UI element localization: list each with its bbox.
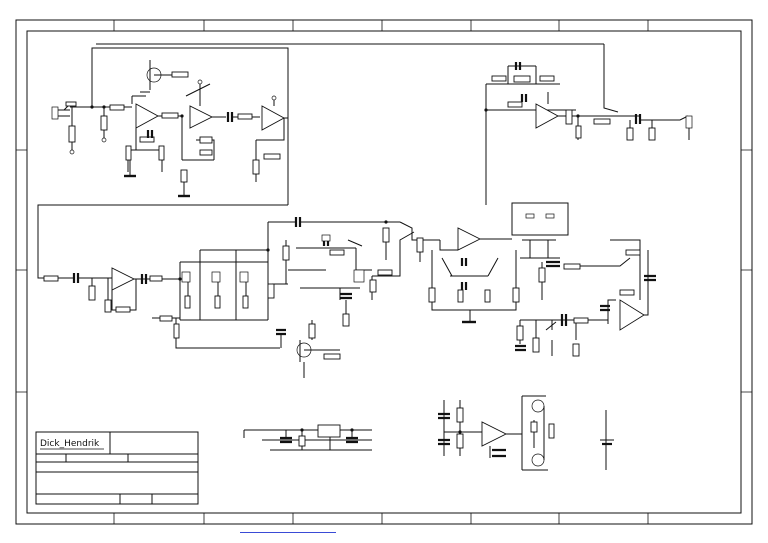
input-preamp-section (51, 47, 289, 205)
output-section (96, 43, 693, 205)
footer-link-underline[interactable] (240, 532, 336, 533)
led-driver-section (438, 395, 614, 471)
junction-dots (90, 105, 580, 434)
power-amp-section (515, 250, 649, 357)
power-supply-section (243, 424, 372, 451)
author-name: Dick_Hendrik (40, 439, 100, 449)
title-block: Dick_Hendrik (35, 431, 199, 505)
sheet-frame (15, 19, 753, 525)
middle-signal-chain (37, 202, 656, 378)
